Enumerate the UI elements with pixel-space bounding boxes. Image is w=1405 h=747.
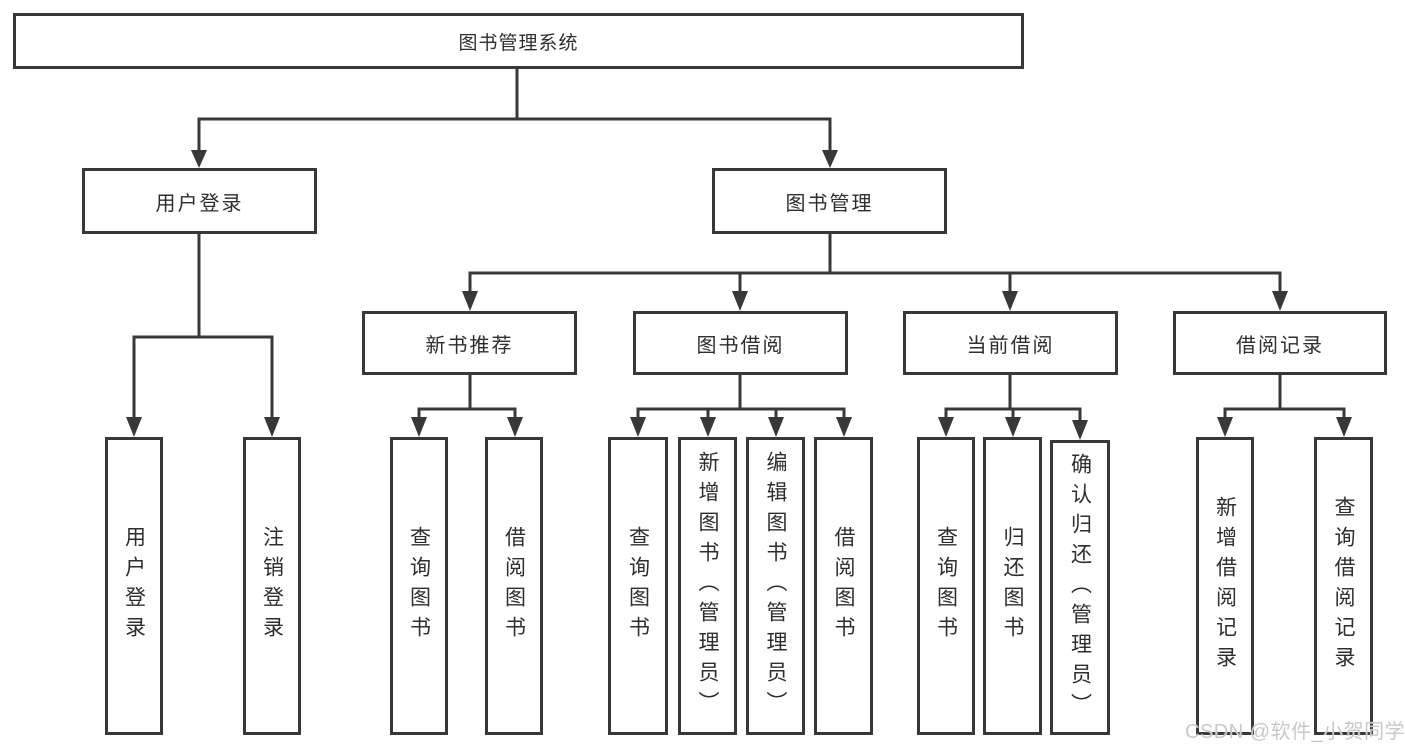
node-borrow-records-label: 借阅记录 [1236,334,1324,357]
leaf-borrow-add-books-admin-label: 新增图书（管理员） [696,451,719,721]
leaf-recommend-query-books: 查询图书 [390,437,448,735]
leaf-records-add-record-label: 新增借阅记录 [1213,496,1237,676]
leaf-recommend-query-books-label: 查询图书 [407,526,431,646]
leaf-current-query-books: 查询图书 [917,437,975,735]
node-new-book-recommend: 新书推荐 [362,311,577,375]
leaf-borrow-query-books: 查询图书 [608,437,668,735]
leaf-borrow-edit-books-admin: 编辑图书（管理员） [746,437,805,735]
leaf-recommend-borrow-books: 借阅图书 [485,437,543,735]
leaf-current-confirm-return-admin-label: 确认归还（管理员） [1068,452,1092,723]
node-book-borrow: 图书借阅 [633,311,848,375]
node-root: 图书管理系统 [13,13,1024,69]
leaf-borrow-query-books-label: 查询图书 [626,526,650,646]
leaf-logout: 注销登录 [243,437,301,735]
leaf-borrow-borrow-books: 借阅图书 [814,437,873,735]
leaf-recommend-borrow-books-label: 借阅图书 [502,526,526,646]
leaf-borrow-borrow-books-label: 借阅图书 [832,526,855,646]
leaf-user-login-label: 用户登录 [122,526,146,646]
leaf-borrow-edit-books-admin-label: 编辑图书（管理员） [764,451,787,721]
node-user-login-label: 用户登录 [155,192,244,215]
node-book-borrow-label: 图书借阅 [696,334,785,357]
leaf-records-query-record: 查询借阅记录 [1314,437,1373,735]
leaf-current-confirm-return-admin: 确认归还（管理员） [1050,440,1110,735]
leaf-current-query-books-label: 查询图书 [934,526,958,646]
leaf-borrow-add-books-admin: 新增图书（管理员） [678,437,737,735]
node-current-borrow: 当前借阅 [903,311,1118,375]
leaf-logout-label: 注销登录 [260,526,284,646]
leaf-current-return-books-label: 归还图书 [1001,526,1024,646]
watermark: CSDN @软件_小贺同学 [1185,721,1405,743]
node-book-management: 图书管理 [712,168,947,234]
node-new-book-recommend-label: 新书推荐 [425,334,514,357]
leaf-records-query-record-label: 查询借阅记录 [1332,496,1355,676]
node-book-management-label: 图书管理 [785,192,874,215]
node-user-login: 用户登录 [82,168,317,234]
node-current-borrow-label: 当前借阅 [966,334,1055,357]
node-root-label: 图书管理系统 [458,32,579,54]
leaf-user-login: 用户登录 [105,437,163,735]
node-borrow-records: 借阅记录 [1173,311,1387,375]
leaf-records-add-record: 新增借阅记录 [1196,437,1254,735]
leaf-current-return-books: 归还图书 [983,437,1042,735]
